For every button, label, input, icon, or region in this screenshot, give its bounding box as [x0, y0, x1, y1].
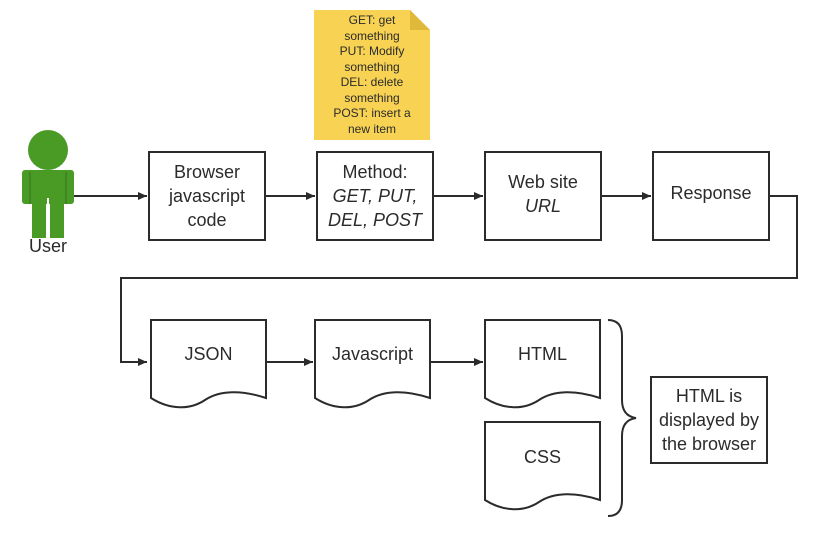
browser-box: Browser javascript code [149, 152, 265, 240]
javascript-document-label: Javascript [331, 344, 414, 364]
website-box: Web site URL [485, 152, 601, 236]
response-box-shape [652, 151, 770, 241]
website-box-url: URL [524, 196, 561, 216]
javascript-document-shape [314, 319, 431, 409]
html-display-line: HTML is [675, 386, 743, 406]
browser-box-line: javascript [168, 186, 246, 206]
css-document-label: CSS [523, 447, 561, 467]
response-box: Response [653, 152, 769, 234]
note-fold [410, 10, 430, 30]
html-document-label: HTML [518, 344, 567, 364]
grouping-brace [607, 319, 637, 517]
arrow-response-to-json [120, 195, 798, 366]
note-line: something [344, 90, 400, 105]
method-box-title: Method: [342, 162, 408, 182]
html-display-line: displayed by [658, 410, 760, 430]
user-person-icon [22, 130, 74, 238]
json-document-label: JSON [184, 344, 233, 364]
website-box-title: Web site [508, 172, 578, 192]
css-document-shape [484, 421, 601, 511]
json-document-shape [150, 319, 267, 409]
note-line: something [344, 59, 400, 74]
note-line: new item [347, 121, 397, 136]
user-label: User [28, 236, 67, 256]
note-line: PUT: Modify [339, 44, 405, 58]
http-methods-note: GET: get something PUT: Modify something… [314, 10, 430, 140]
html-document-shape [484, 319, 601, 409]
note-line: something [344, 28, 400, 43]
response-box-label: Response [670, 183, 752, 203]
browser-box-shape [148, 151, 266, 241]
http-methods-note-shape [314, 10, 430, 140]
note-line: POST: insert a [333, 106, 411, 120]
html-display-box-shape [650, 376, 768, 464]
note-line: DEL: delete [340, 75, 404, 89]
browser-box-line: Browser [173, 162, 240, 182]
method-box-line: GET, PUT, [332, 186, 418, 206]
method-box: Method: GET, PUT, DEL, POST [317, 152, 433, 240]
html-display-line: the browser [661, 434, 757, 454]
note-line: GET: get [348, 13, 396, 27]
method-box-line: DEL, POST [327, 210, 423, 230]
html-display-box: HTML is displayed by the browser [651, 377, 767, 463]
method-box-shape [316, 151, 434, 241]
browser-box-line: code [187, 210, 227, 230]
